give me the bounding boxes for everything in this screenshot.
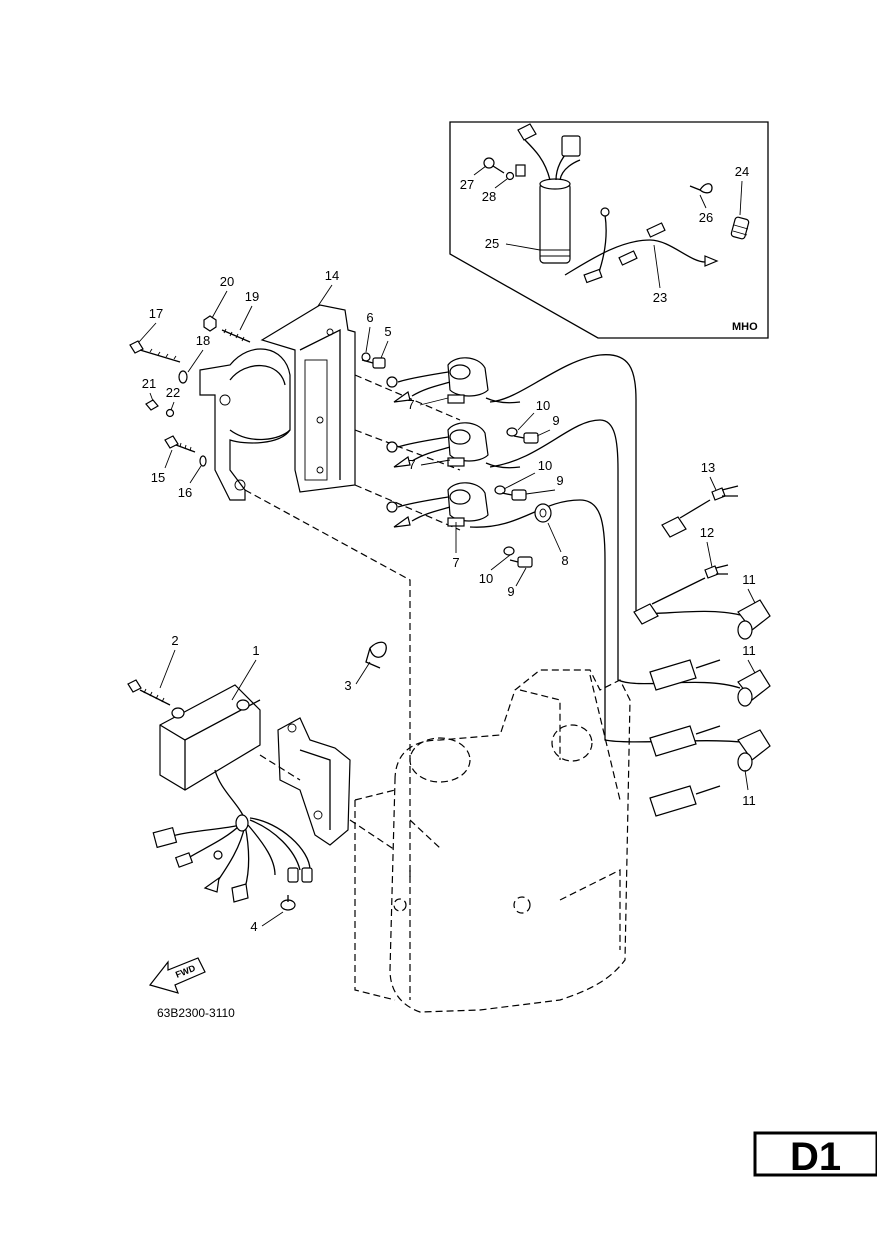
cdi-wire-harness [152,769,313,903]
bolt-17 [129,340,181,363]
callout-7: 7 [408,457,415,472]
callout-24: 24 [735,164,749,179]
callout-12: 12 [700,525,714,540]
clip-3 [365,641,387,669]
callout-18: 18 [196,333,210,348]
grommet-24 [730,216,750,240]
drawing-code: 63B2300-3110 [157,1006,235,1020]
callout-10: 10 [538,458,552,473]
callout-28: 28 [482,189,496,204]
bolt-2 [127,679,171,706]
sensor-12 [633,564,729,625]
bolt-4 [280,895,296,911]
bolt-21 [145,399,159,411]
callout-14: 14 [325,268,339,283]
callout-23: 23 [653,290,667,305]
washer-16 [199,455,207,467]
callout-9: 9 [556,473,563,488]
callout-20: 20 [220,274,234,289]
callout-25: 25 [485,236,499,251]
plug-cap-11-b [737,669,771,707]
washer-18 [178,370,188,384]
washer-10-a [506,427,518,437]
callout-2: 2 [171,633,178,648]
callout-10: 10 [536,398,550,413]
callout-16: 16 [178,485,192,500]
callout-19: 19 [245,289,259,304]
washer-10-c [503,546,515,556]
callout-9: 9 [552,413,559,428]
callout-11: 11 [742,643,756,658]
inset-frame [449,121,769,339]
callout-11: 11 [742,572,756,587]
bolt-27 [483,157,505,174]
callout-21: 21 [142,376,156,391]
spark-plug-1 [649,659,721,691]
plug-cord-1 [489,354,741,616]
callout-9: 9 [507,584,514,599]
ignition-coil-7-a [386,357,521,404]
inset-label-mho: MHO [732,321,758,333]
callout-7: 7 [452,555,459,570]
callout-leaders [138,165,756,927]
spark-plug-3 [649,785,721,817]
callout-8: 8 [561,553,568,568]
callout-1: 1 [252,643,259,658]
callout-13: 13 [701,460,715,475]
spark-plug-2 [649,725,721,757]
wire-harness-23 [564,207,719,284]
plug-cap-11-c [737,729,771,772]
cylinder-block-outline [354,669,631,1013]
coil-bracket-14 [260,304,356,493]
grommet-8 [534,503,552,523]
callout-3: 3 [344,678,351,693]
bolt-9-b [501,489,527,501]
callout-26: 26 [699,210,713,225]
callout-5: 5 [384,324,391,339]
callout-7: 7 [407,397,414,412]
callout-6: 6 [366,310,373,325]
callout-27: 27 [460,177,474,192]
plug-cap-11-a [737,599,771,640]
callout-22: 22 [166,385,180,400]
washer-22 [165,408,175,418]
clip-26 [689,183,713,194]
mounting-bracket [199,348,291,501]
bolt-9-c [509,556,533,568]
ignition-coil-7-b [386,422,521,469]
cdi-bracket [277,717,351,846]
callout-15: 15 [151,470,165,485]
washer-28 [505,171,515,181]
callout-11: 11 [742,793,756,808]
callout-4: 4 [250,919,257,934]
callout-10: 10 [479,571,493,586]
ignition-coil-25 [515,123,581,264]
nut-20 [203,315,217,332]
callout-17: 17 [149,306,163,321]
bolt-15 [164,435,196,453]
washer-10-b [494,485,506,495]
page-label-box [753,1131,877,1177]
bolt-5 [361,357,386,369]
page-label: D1 [790,1135,841,1179]
cdi-unit-1 [159,684,261,791]
sensor-13 [661,485,739,538]
stud-19 [221,328,251,343]
forward-direction-arrow: FWD [148,957,206,994]
bolt-9-a [513,432,539,444]
